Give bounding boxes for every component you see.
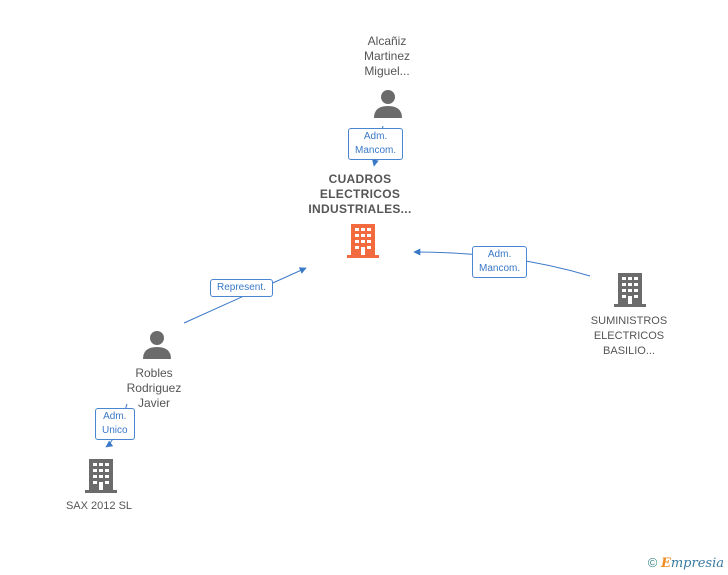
node-label-line: SAX 2012 SL — [65, 500, 133, 512]
node-label-line: Javier — [137, 396, 170, 410]
node-label-line: Miguel... — [364, 64, 410, 78]
edge-label-robles-cuadros[interactable]: Represent. — [210, 279, 273, 297]
node-label-line: BASILIO... — [603, 345, 655, 357]
node-label-line: ELECTRICOS — [319, 187, 401, 201]
node-label-cuadros[interactable]: CUADROS ELECTRICOS INDUSTRIALES... — [300, 172, 420, 217]
main-building-icon[interactable] — [346, 223, 380, 259]
copyright-symbol: © — [647, 555, 658, 570]
node-label-line: INDUSTRIALES... — [308, 202, 412, 216]
node-label-line: CUADROS — [328, 172, 392, 186]
edge-label-line: Adm. — [363, 131, 388, 142]
building-icon[interactable] — [84, 458, 118, 494]
edge-label-robles-sax[interactable]: Adm. Unico — [95, 408, 135, 440]
copyright-mark: © Empresia — [648, 555, 724, 571]
node-label-line: Robles — [135, 366, 173, 380]
empresia-logo-rest: mpresia — [670, 556, 724, 571]
node-label-alcaniz[interactable]: Alcañiz Martinez Miguel... — [352, 34, 422, 79]
edge-label-suministros-cuadros[interactable]: Adm. Mancom. — [472, 246, 528, 278]
building-icon[interactable] — [613, 272, 647, 308]
node-label-line: Martinez — [363, 49, 410, 63]
person-icon[interactable] — [141, 329, 173, 361]
node-label-line: Rodriguez — [126, 381, 182, 395]
node-label-line: SUMINISTROS — [590, 315, 668, 327]
node-label-robles[interactable]: Robles Rodriguez Javier — [114, 366, 194, 411]
empresia-logo-initial: E — [660, 556, 671, 571]
empresia-logo: Empresia — [661, 556, 724, 571]
node-label-suministros[interactable]: SUMINISTROS ELECTRICOS BASILIO... — [578, 314, 680, 359]
person-icon[interactable] — [372, 88, 404, 120]
edge-label-line: Adm. — [103, 411, 127, 422]
edge-label-line: Mancom. — [479, 263, 521, 274]
edge-label-line: Adm. — [487, 249, 512, 260]
edge-label-line: Unico — [102, 425, 128, 436]
node-label-sax[interactable]: SAX 2012 SL — [50, 499, 148, 514]
edge-label-line: Mancom. — [355, 145, 397, 156]
edge-label-line: Represent. — [217, 282, 266, 293]
node-label-line: ELECTRICOS — [593, 330, 665, 342]
edge-label-alcaniz-cuadros[interactable]: Adm. Mancom. — [348, 128, 404, 160]
node-label-line: Alcañiz — [367, 34, 407, 48]
